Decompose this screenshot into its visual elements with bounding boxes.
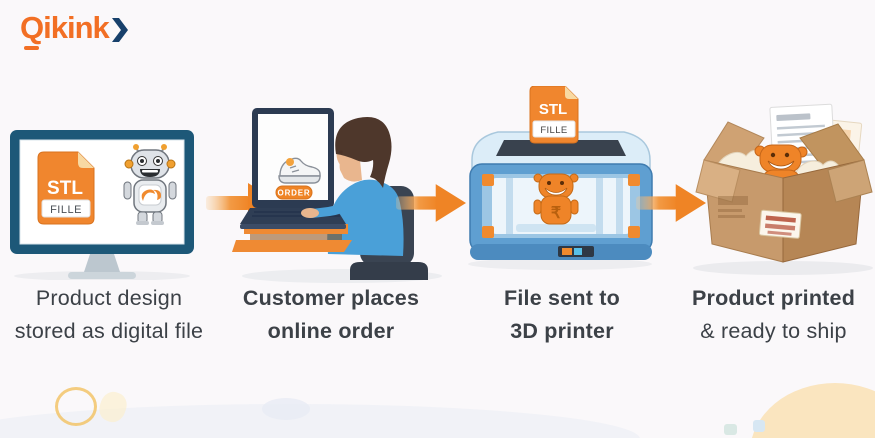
bottom-wave-decoration bbox=[0, 404, 640, 438]
customer-laptop-illustration: ORDER bbox=[232, 108, 442, 283]
brand-logo-text: Qikink bbox=[20, 10, 110, 45]
caption-line: File sent to bbox=[504, 286, 620, 310]
step-caption-file-to-printer: File sent to 3D printer bbox=[452, 282, 672, 348]
box-markings bbox=[718, 196, 748, 218]
sneaker-product-icon bbox=[278, 157, 321, 184]
blue-dot-decoration bbox=[753, 420, 765, 432]
caption-line: Customer places bbox=[242, 286, 420, 310]
box-front-flap bbox=[695, 159, 741, 203]
printer-control-panel bbox=[558, 246, 594, 257]
box-front-flap bbox=[827, 159, 873, 203]
monitor-stand bbox=[84, 254, 120, 272]
caption-line: online order bbox=[267, 319, 395, 343]
order-button-label: ORDER bbox=[278, 189, 311, 198]
lavender-blob-decoration bbox=[262, 398, 310, 420]
caption-line: Product printed bbox=[691, 286, 856, 310]
order-button bbox=[275, 185, 313, 200]
stl-file-icon: STL FILLE bbox=[37, 151, 95, 225]
logo-chevron-icon bbox=[111, 18, 128, 42]
corner-bracket bbox=[482, 174, 494, 186]
shipping-box-illustration: ₹ bbox=[693, 103, 873, 275]
monitor-base bbox=[68, 272, 136, 279]
customer-person bbox=[327, 116, 404, 256]
flow-arrow-icon bbox=[636, 184, 706, 222]
step-caption-design-file: Product design stored as digital file bbox=[0, 282, 218, 348]
printer-slot bbox=[496, 140, 626, 156]
typing-arm bbox=[301, 192, 364, 218]
monitor-illustration: STL FILLE bbox=[10, 130, 194, 280]
caption-line: & ready to ship bbox=[700, 319, 847, 343]
stl-file-type-label: STL bbox=[539, 101, 567, 118]
robot-icon bbox=[123, 144, 177, 225]
step-caption-online-order: Customer places online order bbox=[224, 282, 438, 348]
brand-logo: Qikink bbox=[20, 8, 128, 50]
blue-dot-decoration bbox=[724, 424, 737, 435]
corner-peach-decoration bbox=[750, 383, 875, 438]
flow-arrow-icon bbox=[396, 184, 466, 222]
yellow-blob-decoration bbox=[95, 388, 131, 426]
mascot-rupee-symbol: ₹ bbox=[551, 205, 561, 222]
build-platform bbox=[516, 224, 596, 232]
printer-illustration: STL FILLE ₹ bbox=[468, 86, 653, 270]
logo-underline bbox=[24, 46, 39, 50]
caption-line: Product design bbox=[35, 286, 183, 310]
laptop: ORDER bbox=[240, 108, 346, 229]
box-shadow bbox=[693, 261, 873, 275]
stl-file-sub-label: FILLE bbox=[50, 204, 82, 216]
shipping-label bbox=[758, 209, 802, 239]
printed-mascot-icon: ₹ bbox=[533, 173, 579, 225]
step-caption-ready-to-ship: Product printed & ready to ship bbox=[672, 282, 875, 348]
stl-file-icon: STL FILLE bbox=[529, 86, 579, 144]
caption-line: stored as digital file bbox=[14, 319, 204, 343]
stl-file-type-label: STL bbox=[47, 178, 83, 199]
printer-shadow bbox=[468, 258, 652, 270]
corner-bracket bbox=[628, 174, 640, 186]
corner-bracket bbox=[482, 226, 494, 238]
caption-line: 3D printer bbox=[510, 319, 614, 343]
ring-decoration bbox=[55, 387, 97, 426]
stl-file-sub-label: FILLE bbox=[540, 125, 567, 136]
corner-bracket bbox=[628, 226, 640, 238]
